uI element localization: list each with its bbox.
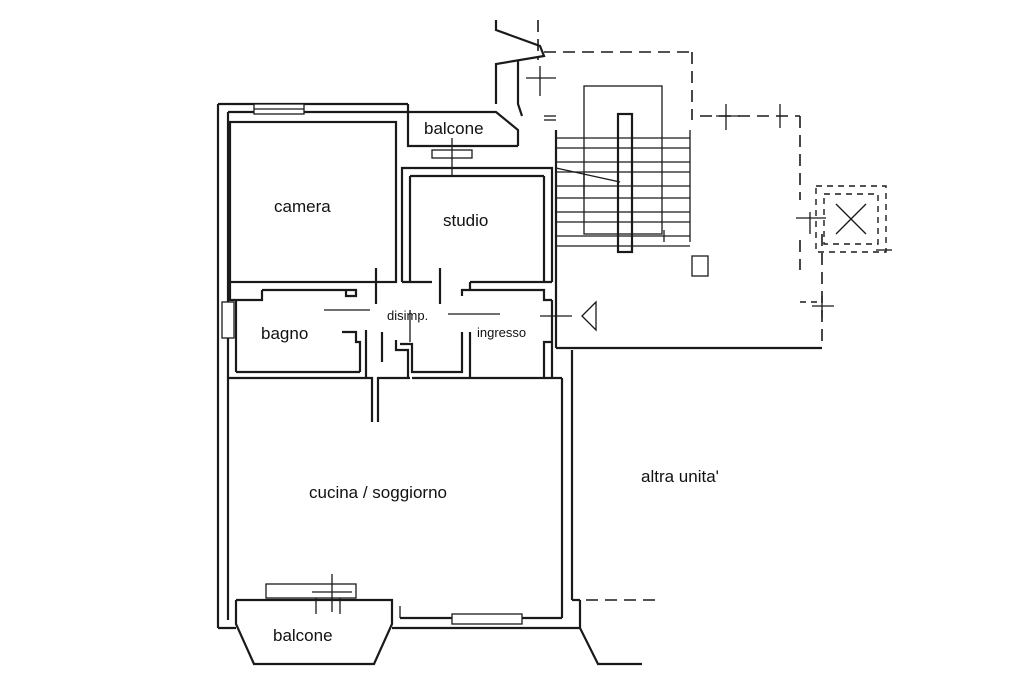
label-bagno: bagno	[261, 324, 308, 343]
stairwell	[554, 85, 709, 348]
label-cucina: cucina / soggiorno	[309, 483, 447, 502]
landing-outline	[526, 20, 834, 348]
balcone-bottom	[234, 574, 394, 666]
label-balcone-bottom: balcone	[273, 626, 333, 645]
other-unit	[556, 346, 822, 666]
room-bagno	[221, 300, 472, 378]
room-studio	[400, 166, 554, 284]
label-disimp: disimp.	[387, 308, 428, 323]
label-balcone-top: balcone	[424, 119, 484, 138]
label-studio: studio	[443, 211, 488, 230]
corridor-walls	[228, 268, 572, 342]
shaft-top	[494, 20, 556, 121]
balcone-top	[406, 104, 520, 176]
label-ingresso: ingresso	[477, 325, 526, 340]
entrance-arrow-icon	[581, 300, 597, 332]
label-altra-unita: altra unita'	[641, 467, 719, 486]
elevator-shaft	[796, 185, 892, 253]
outer-walls	[216, 102, 582, 630]
label-camera: camera	[274, 197, 331, 216]
window-camera-top	[253, 103, 305, 115]
room-camera	[228, 120, 398, 284]
